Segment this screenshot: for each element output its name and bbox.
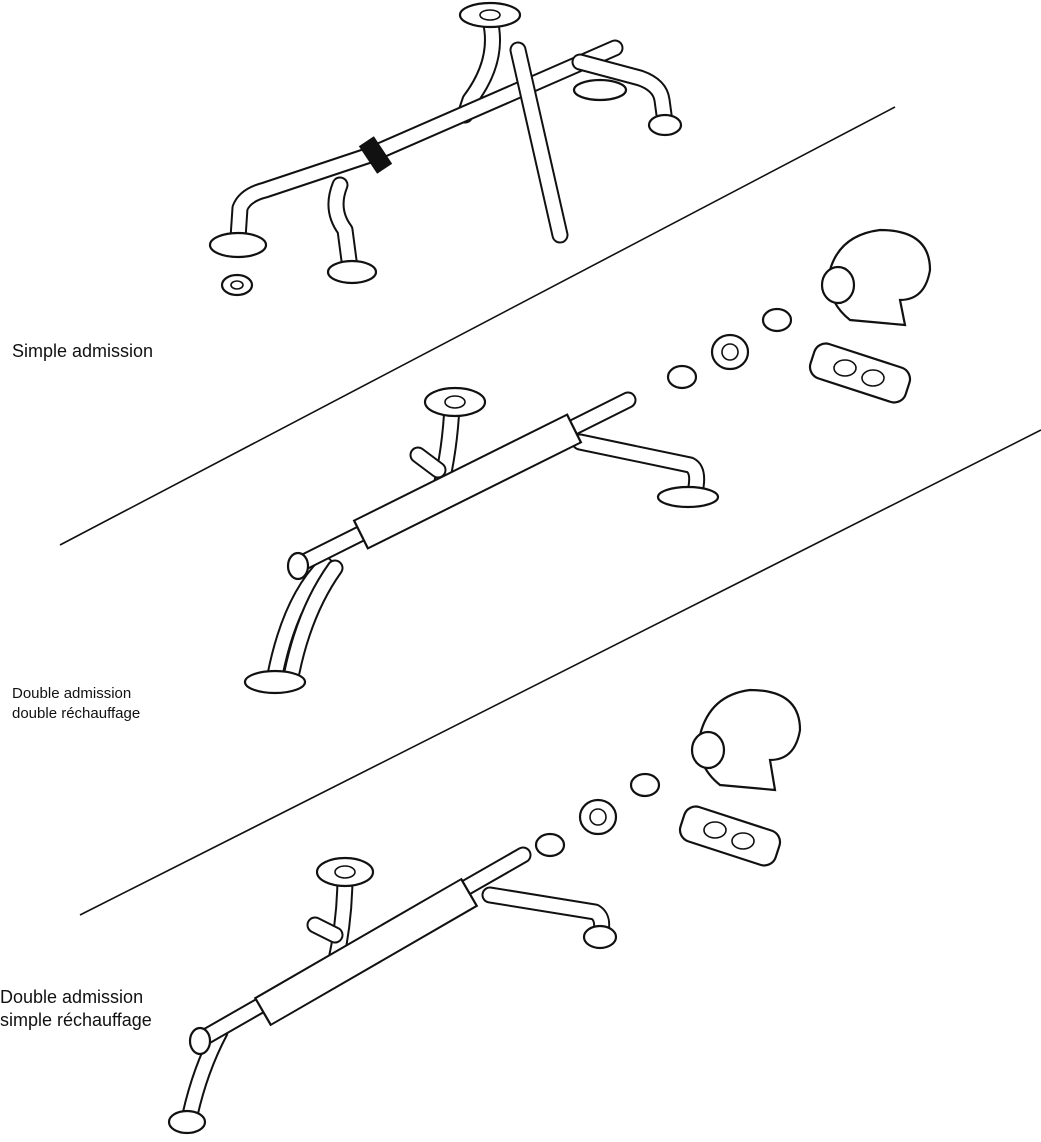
line-art-detail bbox=[833, 359, 857, 377]
tube-inner bbox=[458, 13, 499, 122]
tube-inner bbox=[411, 448, 445, 477]
connector-sleeve bbox=[578, 798, 618, 836]
top-flange bbox=[458, 1, 522, 29]
left-flange bbox=[208, 231, 268, 259]
muffler-band bbox=[358, 136, 393, 174]
bottom-flange bbox=[167, 1109, 207, 1135]
line-art-detail bbox=[861, 369, 885, 387]
line-art-detail bbox=[230, 280, 244, 290]
label-line-1: Double admission bbox=[12, 685, 132, 702]
seal-ring bbox=[220, 273, 254, 297]
line-art-detail bbox=[355, 416, 580, 547]
gasket bbox=[678, 805, 782, 867]
tube-inner bbox=[573, 435, 704, 499]
tube-inner bbox=[308, 918, 342, 942]
line-art-detail bbox=[479, 9, 501, 21]
line-art-detail bbox=[334, 865, 356, 879]
hose-clamp bbox=[761, 307, 793, 333]
assembly-double-simple bbox=[167, 688, 802, 1135]
line-art-detail bbox=[444, 395, 466, 409]
hose-clamp bbox=[629, 772, 661, 798]
line-art-detail bbox=[731, 832, 755, 850]
right-flange bbox=[582, 924, 618, 950]
tube-inner bbox=[511, 43, 567, 242]
assembly-double-double bbox=[243, 228, 932, 695]
tube-inner bbox=[329, 178, 357, 275]
label-line-2: simple réchauffage bbox=[0, 1010, 152, 1030]
tube-inner bbox=[483, 888, 609, 942]
assembly-simple-admission bbox=[208, 1, 683, 297]
section-divider-2 bbox=[79, 429, 1041, 916]
top-flange bbox=[423, 386, 487, 418]
section-divider-1 bbox=[59, 106, 896, 546]
label-line-2: double réchauffage bbox=[12, 705, 141, 722]
bottom-flange bbox=[243, 669, 307, 695]
bottom-flange bbox=[326, 259, 378, 285]
line-art-detail bbox=[589, 808, 607, 826]
connector-sleeve bbox=[710, 333, 750, 371]
line-art-detail bbox=[690, 730, 726, 770]
tube-inner bbox=[573, 55, 672, 129]
tube-inner bbox=[268, 558, 332, 682]
label-double-admission-double-rechauffage: Double admission double réchauffage bbox=[12, 684, 140, 724]
right-flange bbox=[647, 113, 683, 137]
label-simple-admission: Simple admission bbox=[12, 340, 153, 363]
hose-clamp bbox=[534, 832, 566, 858]
tube-inner bbox=[231, 41, 622, 245]
gasket bbox=[808, 342, 912, 404]
pipe-opening bbox=[188, 1026, 212, 1056]
right-flange bbox=[656, 485, 720, 509]
line-art-detail bbox=[721, 343, 739, 361]
label-double-admission-simple-rechauffage: Double admission simple réchauffage bbox=[0, 986, 152, 1032]
top-flange bbox=[315, 856, 375, 888]
line-art-detail bbox=[256, 880, 476, 1024]
line-art-detail bbox=[820, 265, 856, 305]
line-art-detail bbox=[703, 821, 727, 839]
heater-box bbox=[828, 228, 932, 327]
rear-flange bbox=[572, 78, 628, 102]
label-text: Simple admission bbox=[12, 341, 154, 361]
tube-inner bbox=[285, 561, 342, 679]
heater-box bbox=[698, 688, 802, 792]
label-line-1: Double admission bbox=[0, 987, 144, 1007]
pipe-opening bbox=[286, 551, 310, 581]
hose-clamp bbox=[666, 364, 698, 390]
